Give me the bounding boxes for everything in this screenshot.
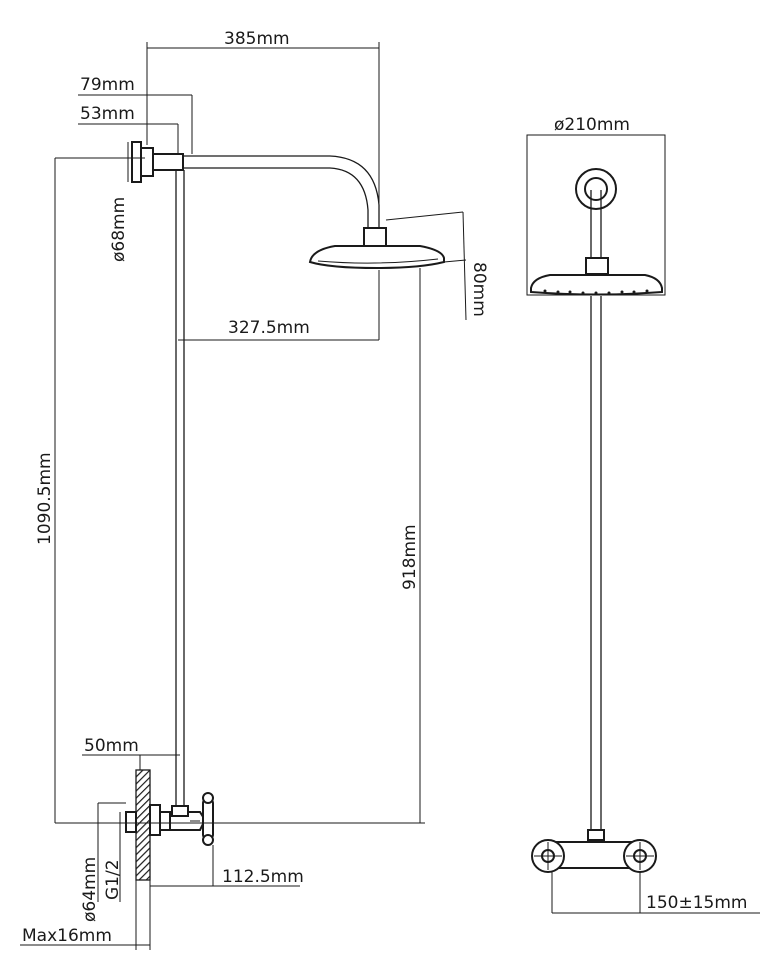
shower-head bbox=[308, 245, 445, 270]
mixing-valve bbox=[125, 769, 214, 881]
dim-wall-depth: Max16mm bbox=[22, 926, 112, 946]
dim-valve-offset: 50mm bbox=[84, 736, 139, 756]
wall-section bbox=[135, 769, 151, 881]
dim-head-to-riser: 327.5mm bbox=[228, 318, 310, 338]
dim-wall-to-bracket: 79mm bbox=[80, 75, 135, 95]
dim-head-thickness: 80mm bbox=[469, 262, 489, 317]
dim-total-height: 1090.5mm bbox=[35, 452, 55, 545]
front-view: ø210mm bbox=[526, 115, 760, 914]
dim-head-diameter: ø210mm bbox=[554, 115, 630, 135]
front-wall-bracket bbox=[575, 168, 617, 210]
shower-arm bbox=[183, 155, 380, 228]
wall-flange-top bbox=[131, 141, 184, 183]
dim-inlet-spacing: 150±15mm bbox=[646, 893, 747, 913]
dim-inlet-thread: G1/2 bbox=[103, 859, 123, 900]
nozzle-row bbox=[543, 289, 649, 295]
dim-valve-reach: 112.5mm bbox=[222, 867, 304, 887]
side-view: 385mm 79mm 53mm ø68mm 1090.5mm 327.5mm 8… bbox=[20, 29, 489, 950]
riser-pipe bbox=[175, 170, 185, 808]
dim-escutcheon-diameter: ø64mm bbox=[80, 857, 100, 922]
front-mixing-valve bbox=[531, 839, 657, 873]
dim-flange-diameter: ø68mm bbox=[109, 197, 129, 262]
arm-connector bbox=[363, 227, 387, 247]
dim-head-height: 918mm bbox=[400, 524, 420, 590]
dim-arm-reach: 385mm bbox=[224, 29, 290, 49]
dim-flange-depth: 53mm bbox=[80, 104, 135, 124]
front-shower-head bbox=[530, 274, 663, 296]
